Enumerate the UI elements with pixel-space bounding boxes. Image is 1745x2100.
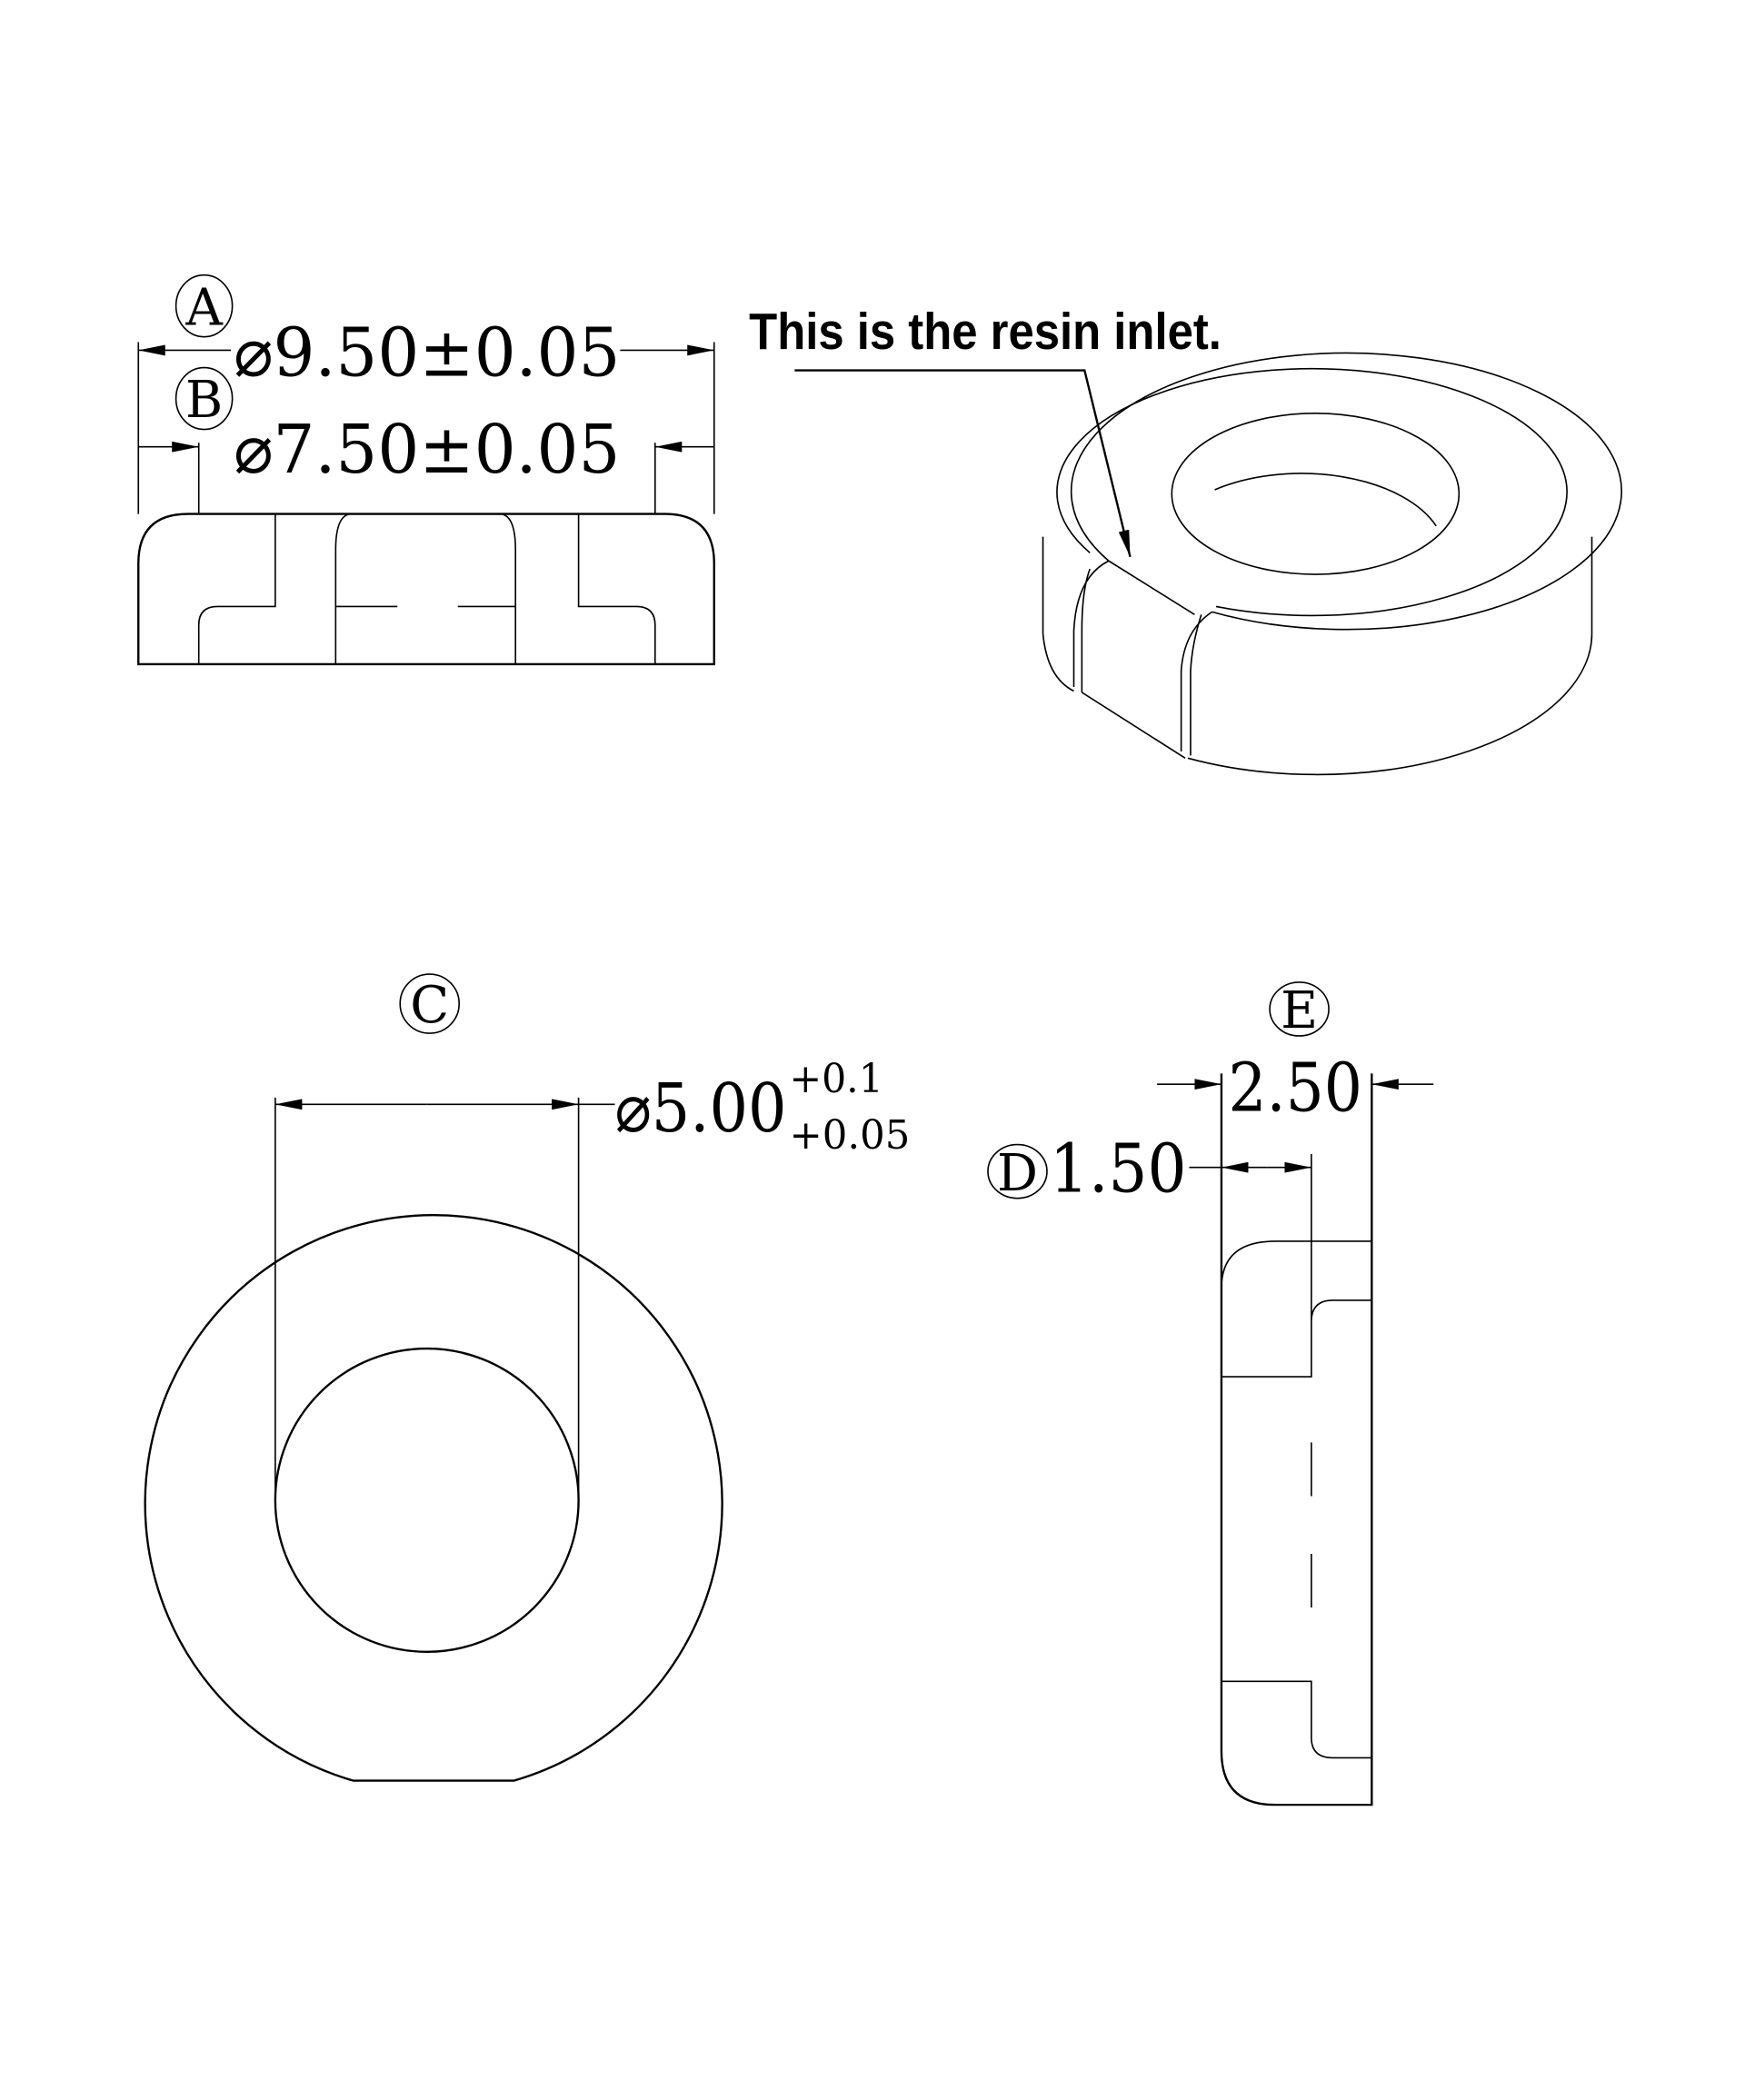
marker-d: D [997, 1144, 1038, 1203]
dimension-c-lower-tolerance: +0.05 [789, 1112, 910, 1159]
marker-e: E [1281, 981, 1318, 1040]
marker-d-circle [987, 1143, 1048, 1199]
isometric-view: This is the resin inlet. [749, 303, 1622, 776]
marker-c-circle [399, 973, 460, 1034]
dimension-b-text: ⌀7.50±0.05 [234, 411, 620, 489]
resin-inlet-annotation: This is the resin inlet. [749, 303, 1222, 360]
top-view: C ⌀5.00 +0.1 +0.05 [144, 973, 910, 1782]
marker-b-circle [174, 366, 234, 431]
dimension-c-upper-tolerance: +0.1 [789, 1056, 882, 1102]
dimension-c-text: ⌀5.00 [614, 1070, 786, 1148]
marker-a: A [184, 278, 224, 337]
dimension-e-text: 2.50 [1228, 1050, 1362, 1128]
marker-b: B [185, 371, 223, 430]
dimension-a-text: ⌀9.50±0.05 [234, 314, 620, 392]
section-view: A B ⌀9.50±0.05 ⌀7.50±0.05 [137, 274, 715, 666]
marker-c: C [410, 976, 449, 1035]
side-view: E 2.50 D 1.50 [987, 981, 1434, 1806]
dimension-d-text: 1.50 [1050, 1130, 1187, 1208]
marker-e-circle [1269, 981, 1330, 1037]
marker-a-circle [174, 274, 234, 338]
